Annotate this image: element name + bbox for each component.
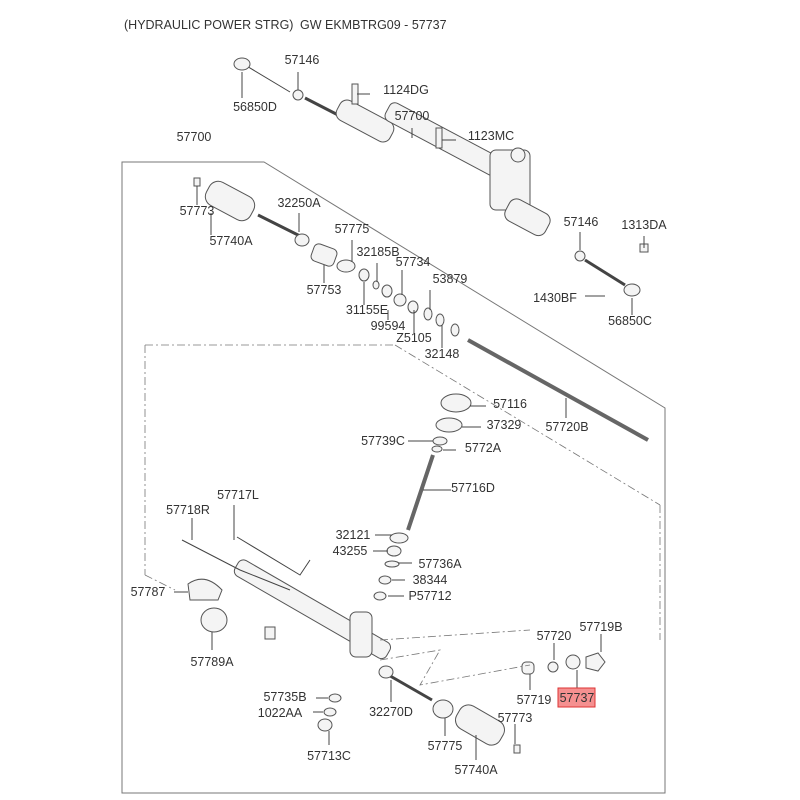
diagram-title: (HYDRAULIC POWER STRG)	[124, 18, 293, 32]
part-label[interactable]: 57720	[537, 629, 572, 643]
part-label[interactable]: Z5105	[396, 331, 431, 345]
part-label[interactable]: 57146	[564, 215, 599, 229]
part-label[interactable]: 56850D	[233, 100, 277, 114]
leader-lines	[174, 72, 645, 760]
part-label[interactable]: 1124DG	[383, 83, 429, 97]
inner-tie-rod-parts	[193, 177, 649, 442]
part-label[interactable]: 57146	[285, 53, 320, 67]
part-label[interactable]: 57700	[395, 109, 430, 123]
part-label[interactable]: 53879	[433, 272, 468, 286]
pinion-parts	[406, 393, 472, 531]
part-label[interactable]: 57718R	[166, 503, 210, 517]
part-label[interactable]: 57740A	[209, 234, 253, 248]
part-label[interactable]: 32121	[336, 528, 371, 542]
part-label[interactable]: 32250A	[277, 196, 321, 210]
subassembly-frame	[144, 344, 661, 640]
part-label[interactable]: 57716D	[451, 481, 495, 495]
part-label[interactable]: 57116	[493, 397, 527, 411]
part-label[interactable]: 1123MC	[468, 129, 514, 143]
part-label[interactable]: 32148	[425, 347, 460, 361]
part-label[interactable]: 56850C	[608, 314, 652, 328]
part-label[interactable]: 32270D	[369, 705, 413, 719]
part-label[interactable]: 38344	[413, 573, 448, 587]
part-label[interactable]: 43255	[333, 544, 368, 558]
steering-gear-assembly	[233, 57, 649, 297]
part-label[interactable]: 32185B	[356, 245, 399, 259]
part-label[interactable]: 1313DA	[621, 218, 667, 232]
highlighted-part-label[interactable]: 57737	[560, 691, 595, 705]
part-label[interactable]: 57719	[517, 693, 552, 707]
diagram-code: GW EKMBTRG09 - 57737	[300, 18, 447, 32]
part-label[interactable]: 99594	[371, 319, 406, 333]
part-label[interactable]: 57720B	[545, 420, 588, 434]
part-label[interactable]: 57736A	[418, 557, 462, 571]
part-label[interactable]: 5772A	[465, 441, 502, 455]
rack-housing	[181, 532, 606, 754]
part-label[interactable]: 37329	[487, 418, 522, 432]
part-label[interactable]: 57775	[428, 739, 463, 753]
part-label[interactable]: 57789A	[190, 655, 234, 669]
part-label[interactable]: 57787	[131, 585, 166, 599]
part-label[interactable]: 57717L	[217, 488, 259, 502]
assembly-frame	[121, 161, 666, 794]
highlighted-part-box	[557, 687, 596, 708]
part-label[interactable]: P57712	[408, 589, 451, 603]
part-label[interactable]: 57775	[335, 222, 370, 236]
part-label[interactable]: 31155E	[346, 303, 388, 317]
part-label[interactable]: 1022AA	[258, 706, 303, 720]
part-label[interactable]: 57739C	[361, 434, 405, 448]
part-label[interactable]: 57753	[307, 283, 342, 297]
part-label[interactable]: 57719B	[579, 620, 622, 634]
part-label[interactable]: 57700	[177, 130, 212, 144]
part-label[interactable]: 57734	[396, 255, 431, 269]
part-label[interactable]: 57740A	[454, 763, 498, 777]
part-label[interactable]: 57713C	[307, 749, 351, 763]
part-label[interactable]: 57773	[498, 711, 533, 725]
part-label[interactable]: 57735B	[263, 690, 306, 704]
part-label[interactable]: 57773	[180, 204, 215, 218]
part-label[interactable]: 1430BF	[533, 291, 577, 305]
